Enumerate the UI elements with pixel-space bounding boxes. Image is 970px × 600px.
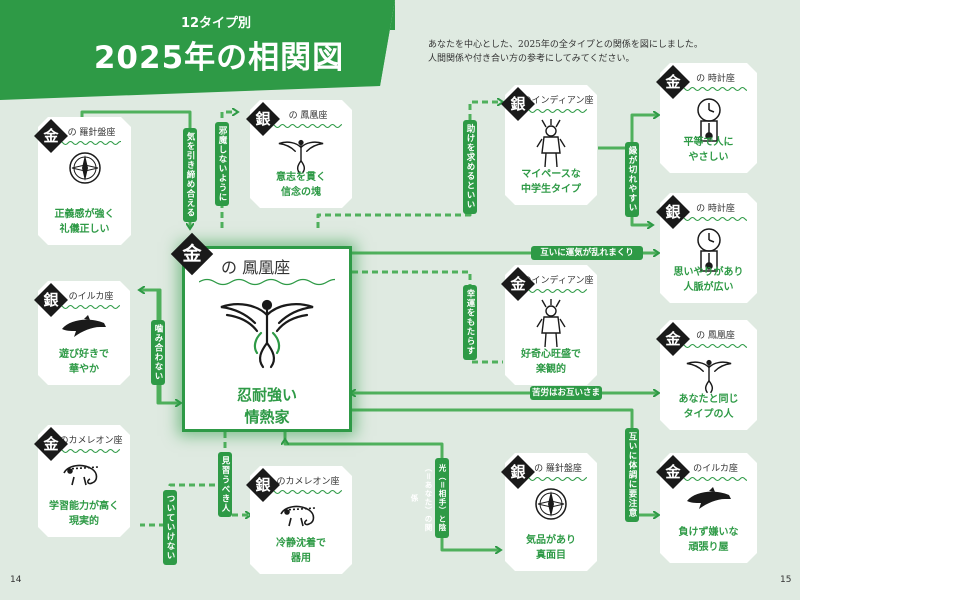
center-card: の 鳳凰座 忍耐強い 情熱家 (182, 246, 352, 432)
card-wave (670, 216, 747, 222)
dolphin-icon (60, 315, 108, 345)
card-label: の 鳳凰座 (288, 111, 328, 121)
card-desc: 学習能力が高く現実的 (49, 501, 119, 527)
center-wave (199, 278, 335, 286)
intro-text: あなたを中心とした、2025年の全タイプとの関係を図にしました。 人間関係や付き… (428, 40, 703, 64)
relation-hikari-tag: 光（＝相手）と陰（＝あなた）の関係 (410, 458, 449, 538)
card-desc: 平等で人にやさしい (683, 137, 734, 163)
compass-icon (534, 487, 568, 525)
card-wave (670, 343, 747, 349)
card-wave (48, 304, 120, 310)
indian-icon (534, 119, 568, 173)
card-wave (670, 86, 747, 92)
card-desc: 遊び好きで華やか (59, 349, 109, 375)
phoenix-icon (220, 299, 314, 369)
relation-minarau-tag: 見習うべき人 (218, 452, 232, 517)
line-tasuke (316, 102, 502, 228)
relation-en-tag: 縁が切れやすい (625, 142, 639, 217)
page-title: 2025年の相関図 (93, 40, 345, 76)
card-desc: 意志を貫く信念の塊 (276, 172, 326, 198)
line-kouun (352, 270, 503, 364)
card-wave (48, 140, 121, 146)
rank-badge-houou-gold: 金 (656, 322, 690, 356)
dolphin-icon (685, 487, 733, 517)
relation-unki-tag: 互いに運気が乱れまくり (531, 246, 643, 260)
phoenix-icon (277, 134, 325, 182)
card-label: のカメレオン座 (59, 436, 123, 446)
rank-badge-indian-gold: 金 (501, 267, 535, 301)
card-desc: 正義感が強く礼儀正しい (54, 209, 115, 235)
card-desc: 気品があり真面目 (526, 535, 576, 561)
rank-badge-rashinban-silver: 銀 (501, 455, 535, 489)
rank-badge-iruka-gold: 金 (656, 455, 690, 489)
card-wave (515, 108, 587, 114)
type-card-tokei-silver: の 時計座思いやりがあり人脈が広い (660, 193, 757, 303)
card-wave (515, 288, 587, 294)
indian-icon (534, 299, 568, 353)
rank-badge-iruka-silver: 銀 (34, 283, 68, 317)
card-label: のイルカ座 (68, 292, 114, 302)
rank-badge-chameleon-silver: 銀 (246, 468, 280, 502)
rank-badge-houou-silver: 銀 (246, 102, 280, 136)
rank-badge-rashinban-gold: 金 (34, 119, 68, 153)
card-desc: 負けず嫌いな頑張り屋 (678, 527, 739, 553)
card-wave (515, 476, 587, 482)
rank-badge-tokei-gold: 金 (656, 65, 690, 99)
relation-kouun-tag: 幸運をもたらす (463, 285, 477, 360)
header-banner (0, 0, 395, 100)
card-label: の 羅針盤座 (534, 464, 582, 474)
card-label: のインディアン座 (522, 276, 594, 286)
relation-tasuke-tag: 助けを求めるといい (463, 120, 477, 214)
relation-kiwo-tag: 気を引き締め合える (183, 128, 197, 222)
line-jama (220, 112, 237, 228)
card-wave (260, 489, 342, 495)
card-label: の 鳳凰座 (696, 331, 735, 341)
card-label: のカメレオン座 (276, 477, 340, 487)
relation-jama-tag: 邪魔しないように (215, 122, 229, 206)
line-en-a (598, 115, 658, 150)
card-label: のイルカ座 (693, 464, 738, 474)
card-desc: マイペースな中学生タイプ (521, 169, 581, 195)
card-desc: あなたと同じタイプの人 (678, 394, 739, 420)
header-subtitle: 12タイプ別 (180, 16, 252, 31)
card-label: の 羅針盤座 (67, 128, 116, 138)
phoenix-icon (685, 354, 733, 402)
card-label: の 時計座 (696, 204, 735, 214)
relation-tsuite-tag: ついていけない (163, 490, 177, 565)
center-desc: 忍耐強い 情熱家 (236, 386, 297, 426)
chameleon-icon (60, 459, 108, 499)
spread-page: 12タイプ別 2025年の相関図 あなたを中心とした、2025年の全タイプとの関… (0, 0, 800, 600)
rank-badge-tokei-silver: 銀 (656, 195, 690, 229)
card-wave (670, 476, 747, 482)
center-label: の 鳳凰座 (221, 258, 291, 277)
card-wave (260, 123, 342, 129)
clock-icon (694, 97, 724, 149)
chameleon-icon (277, 500, 325, 540)
relation-taichou-tag: 互いに体調に要注意 (625, 428, 639, 522)
line-tsuite (140, 483, 225, 527)
clock-icon (694, 227, 724, 279)
card-desc: 冷静沈着で器用 (276, 538, 326, 564)
card-desc: 好奇心旺盛で楽観的 (521, 349, 581, 375)
card-desc: 思いやりがあり人脈が広い (673, 267, 744, 293)
relation-kurou-tag: 苦労はお互いさま (530, 386, 602, 400)
card-wave (48, 448, 120, 454)
compass-icon (68, 151, 102, 189)
page-number-left: 14 (10, 575, 22, 585)
rank-badge-indian-silver: 銀 (501, 87, 535, 121)
card-label: の 時計座 (696, 74, 735, 84)
card-label: のインディアン座 (522, 96, 594, 106)
center-rank-badge: 金 (170, 232, 214, 276)
relation-kamiawa-tag: 噛み合わない (151, 320, 165, 385)
page-number-right: 15 (780, 575, 792, 585)
rank-badge-chameleon-gold: 金 (34, 427, 68, 461)
